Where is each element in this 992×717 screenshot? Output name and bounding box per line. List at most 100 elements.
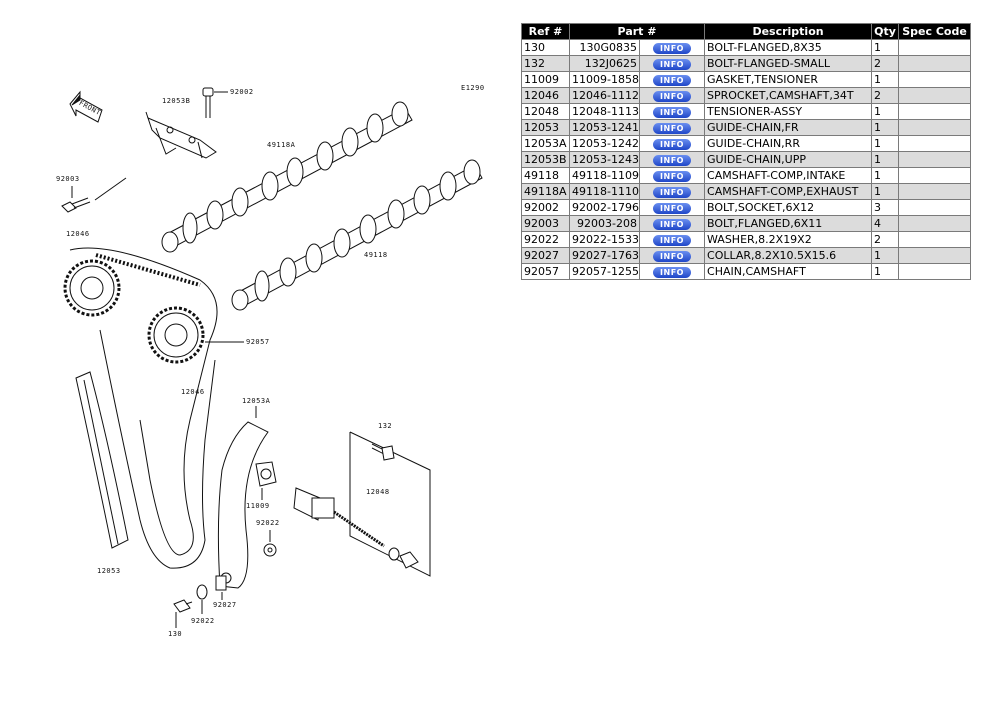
info-button[interactable]: INFO [653, 122, 691, 134]
callout-12053A[interactable]: 12053A [242, 397, 271, 405]
description-cell: COLLAR,8.2X10.5X15.6 [704, 247, 873, 264]
part-number-cell: 92003-208 [569, 215, 640, 232]
callout-12046-upper[interactable]: 12046 [66, 230, 90, 238]
description-column-header: Description [704, 23, 873, 40]
ref-cell: 12053 [521, 119, 570, 136]
ref-cell: 49118A [521, 183, 570, 200]
callout-49118A[interactable]: 49118A [267, 141, 296, 149]
spec-code-cell [898, 135, 972, 152]
callout-12053[interactable]: 12053 [97, 567, 121, 575]
spec-code-cell [898, 247, 972, 264]
ref-cell: 12053A [521, 135, 570, 152]
info-button[interactable]: INFO [653, 250, 691, 262]
description-cell: BOLT-FLANGED-SMALL [704, 55, 873, 72]
exploded-view-drawing [61, 87, 483, 628]
description-cell: WASHER,8.2X19X2 [704, 231, 873, 248]
callout-132[interactable]: 132 [378, 422, 393, 430]
info-button[interactable]: INFO [653, 234, 691, 246]
info-button[interactable]: INFO [653, 202, 691, 214]
socket-bolt-drawing [202, 87, 228, 118]
callout-92022-bottom[interactable]: 92022 [191, 617, 215, 625]
ref-cell: 12048 [521, 103, 570, 120]
part-number-cell: 92022-1533 [569, 231, 640, 248]
info-cell: INFO [638, 103, 706, 120]
part-number-cell: 92002-1796 [569, 199, 640, 216]
spec-code-cell [898, 87, 972, 104]
qty-cell: 1 [871, 135, 900, 152]
part-number-cell: 130G0835 [569, 39, 640, 56]
part-number-cell: 92057-1255 [569, 263, 640, 280]
spec-code-cell [898, 103, 972, 120]
ref-cell: 12053B [521, 151, 570, 168]
info-button[interactable]: INFO [653, 90, 691, 102]
ref-cell: 132 [521, 55, 570, 72]
callout-49118[interactable]: 49118 [364, 251, 388, 259]
ref-cell: 12046 [521, 87, 570, 104]
info-cell: INFO [638, 247, 706, 264]
part-number-cell: 49118-1110 [569, 183, 640, 200]
info-button[interactable]: INFO [653, 170, 691, 182]
description-cell: GASKET,TENSIONER [704, 71, 873, 88]
parts-table: Ref # Part # Description Qty Spec Code 1… [521, 23, 972, 280]
qty-cell: 1 [871, 263, 900, 280]
diagram-code-label: E1290 [461, 84, 485, 92]
info-button[interactable]: INFO [653, 186, 691, 198]
description-cell: CHAIN,CAMSHAFT [704, 263, 873, 280]
callout-92002[interactable]: 92002 [230, 88, 254, 96]
info-button[interactable]: INFO [653, 106, 691, 118]
description-cell: TENSIONER-ASSY [704, 103, 873, 120]
spec-code-cell [898, 183, 972, 200]
qty-cell: 1 [871, 103, 900, 120]
exhaust-camshaft-drawing [161, 101, 413, 253]
info-cell: INFO [638, 87, 706, 104]
callout-92027[interactable]: 92027 [213, 601, 237, 609]
info-button[interactable]: INFO [653, 218, 691, 230]
spec-code-cell [898, 71, 972, 88]
callout-11009[interactable]: 11009 [246, 502, 270, 510]
callout-92057[interactable]: 92057 [246, 338, 270, 346]
spec-code-cell [898, 231, 972, 248]
info-button[interactable]: INFO [653, 154, 691, 166]
qty-cell: 1 [871, 71, 900, 88]
callout-12053B[interactable]: 12053B [162, 97, 191, 105]
info-button[interactable]: INFO [653, 266, 691, 278]
callout-92003[interactable]: 92003 [56, 175, 80, 183]
info-button[interactable]: INFO [653, 42, 691, 54]
callout-12048[interactable]: 12048 [366, 488, 390, 496]
description-cell: BOLT-FLANGED,8X35 [704, 39, 873, 56]
description-cell: SPROCKET,CAMSHAFT,34T [704, 87, 873, 104]
info-cell: INFO [638, 119, 706, 136]
callout-92022-right[interactable]: 92022 [256, 519, 280, 527]
info-button[interactable]: INFO [653, 74, 691, 86]
parts-diagram: E1290 FRONT 12053B 92002 49118A 92003 12… [56, 84, 485, 638]
ref-cell: 130 [521, 39, 570, 56]
part-number-cell: 49118-1109 [569, 167, 640, 184]
front-chain-guide-drawing [75, 371, 129, 549]
part-number-cell: 12048-1113 [569, 103, 640, 120]
info-cell: INFO [638, 231, 706, 248]
ref-cell: 92027 [521, 247, 570, 264]
ref-cell: 92002 [521, 199, 570, 216]
info-button[interactable]: INFO [653, 138, 691, 150]
info-button[interactable]: INFO [653, 58, 691, 70]
spec-code-cell [898, 167, 972, 184]
callout-130[interactable]: 130 [168, 630, 183, 638]
spec-code-cell [898, 119, 972, 136]
info-cell: INFO [638, 55, 706, 72]
collar-drawing [215, 575, 227, 600]
qty-cell: 3 [871, 199, 900, 216]
ref-cell: 11009 [521, 71, 570, 88]
callout-12046-lower[interactable]: 12046 [181, 388, 205, 396]
description-cell: CAMSHAFT-COMP,INTAKE [704, 167, 873, 184]
spec-code-cell [898, 263, 972, 280]
small-flanged-bolt-drawing [371, 443, 395, 461]
part-number-cell: 132J0625 [569, 55, 640, 72]
